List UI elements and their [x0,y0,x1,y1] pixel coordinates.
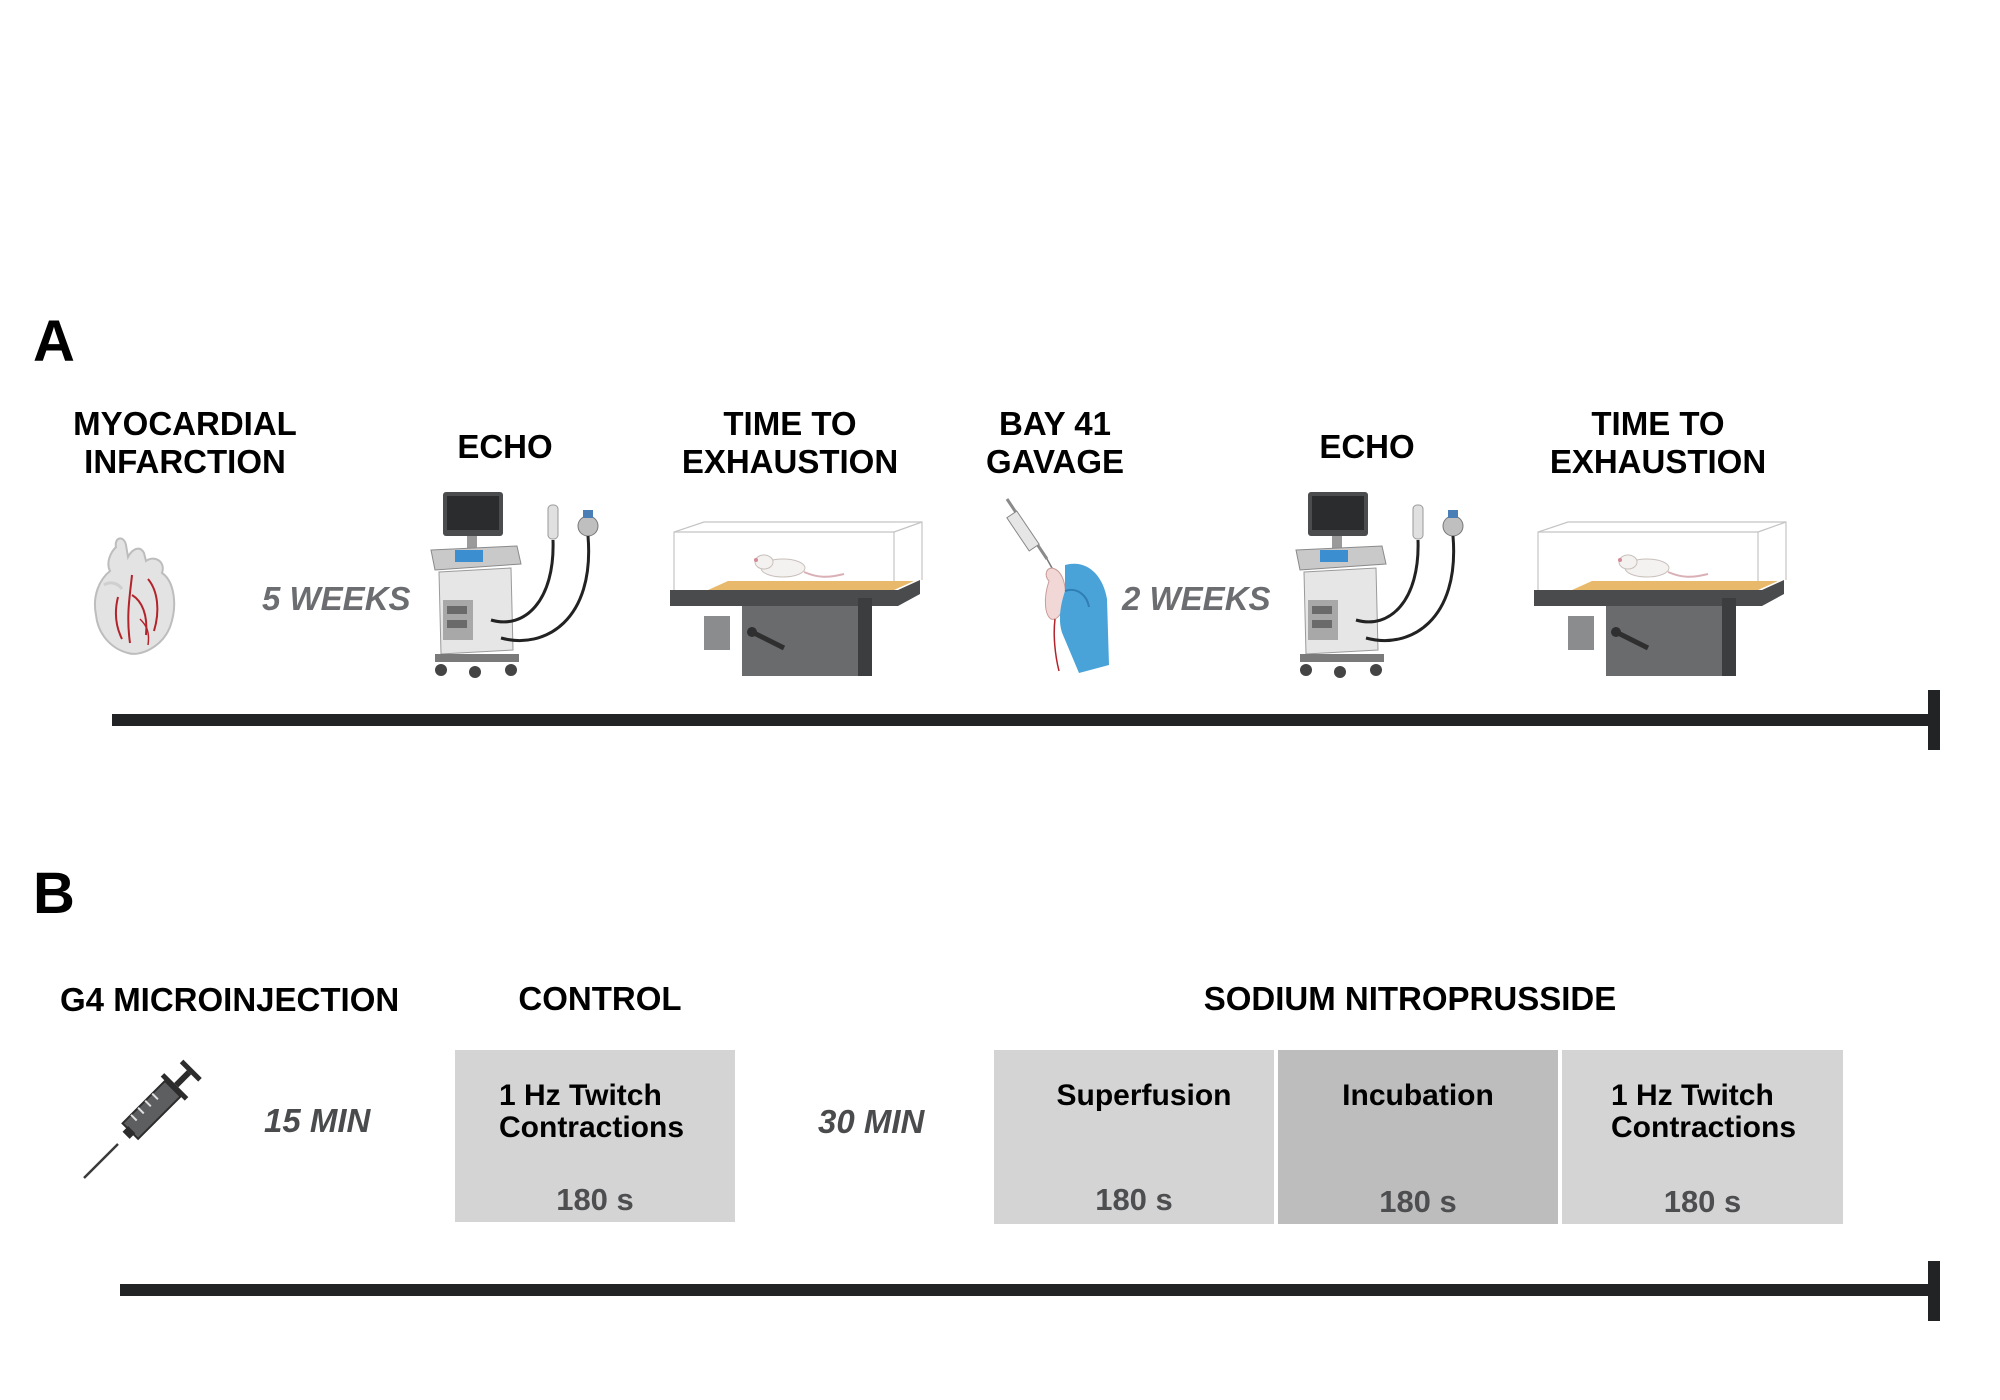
label-line: BAY 41 [999,405,1111,442]
box-label-line: Contractions [499,1111,685,1144]
box-time: 180 s [1095,1182,1173,1217]
box-time: 180 s [556,1182,634,1217]
box-time: 180 s [1379,1184,1457,1219]
label-line: TIME TO [723,405,857,442]
duration-5-weeks: 5 WEEKS [262,580,411,617]
step-exhaustion-2-label: TIME TO EXHAUSTION [1528,405,1788,481]
box-label-line: Contractions [1611,1111,1797,1144]
step-echo-2-label: ECHO [1319,428,1415,465]
treadmill-icon [1534,521,1787,676]
control-twitch-box: 1 Hz Twitch Contractions 180 s [455,1050,735,1222]
label-line: EXHAUSTION [681,443,899,480]
step-myocardial-infarction-label: MYOCARDIAL INFARCTION [45,405,325,481]
box-label-line: 1 Hz Twitch [499,1079,662,1112]
box-label-line: 1 Hz Twitch [1611,1079,1774,1112]
incubation-box: Incubation 180 s [1278,1050,1558,1224]
label-line: TIME TO [1591,405,1725,442]
heading-g4-microinjection: G4 MICROINJECTION [60,981,400,1018]
duration-30-min: 30 MIN [818,1103,925,1140]
ultrasound-machine-icon [430,492,599,678]
box-label-line: Incubation [1342,1079,1494,1112]
panel-b-letter: B [33,861,75,926]
label-line: INFARCTION [84,443,286,480]
heart-icon [94,537,176,655]
ultrasound-machine-icon [1295,492,1464,678]
panel-a-letter: A [33,309,75,374]
heading-sodium-nitroprusside: SODIUM NITROPRUSSIDE [1203,980,1617,1017]
label-line: GAVAGE [985,443,1125,480]
box-time: 180 s [1663,1184,1742,1219]
duration-15-min: 15 MIN [264,1102,371,1139]
gavage-mouse-icon [1005,498,1109,673]
syringe-icon [83,1059,202,1179]
timeline-a-end-tick [1928,690,1940,750]
snp-twitch-box: 1 Hz Twitch Contractions 180 s [1562,1050,1843,1224]
heading-control: CONTROL [518,980,682,1017]
timeline-b-line [120,1284,1940,1296]
timeline-a-line [112,714,1940,726]
duration-2-weeks: 2 WEEKS [1122,580,1271,617]
step-bay-gavage-label: BAY 41 GAVAGE [965,405,1145,481]
superfusion-box: Superfusion 180 s [994,1050,1274,1224]
box-label-line: Superfusion [1056,1079,1232,1112]
step-exhaustion-1-label: TIME TO EXHAUSTION [660,405,920,481]
timeline-b-end-tick [1928,1261,1940,1321]
treadmill-icon [670,521,923,676]
label-line: MYOCARDIAL [73,405,297,442]
step-echo-1-label: ECHO [457,428,553,465]
label-line: EXHAUSTION [1549,443,1767,480]
